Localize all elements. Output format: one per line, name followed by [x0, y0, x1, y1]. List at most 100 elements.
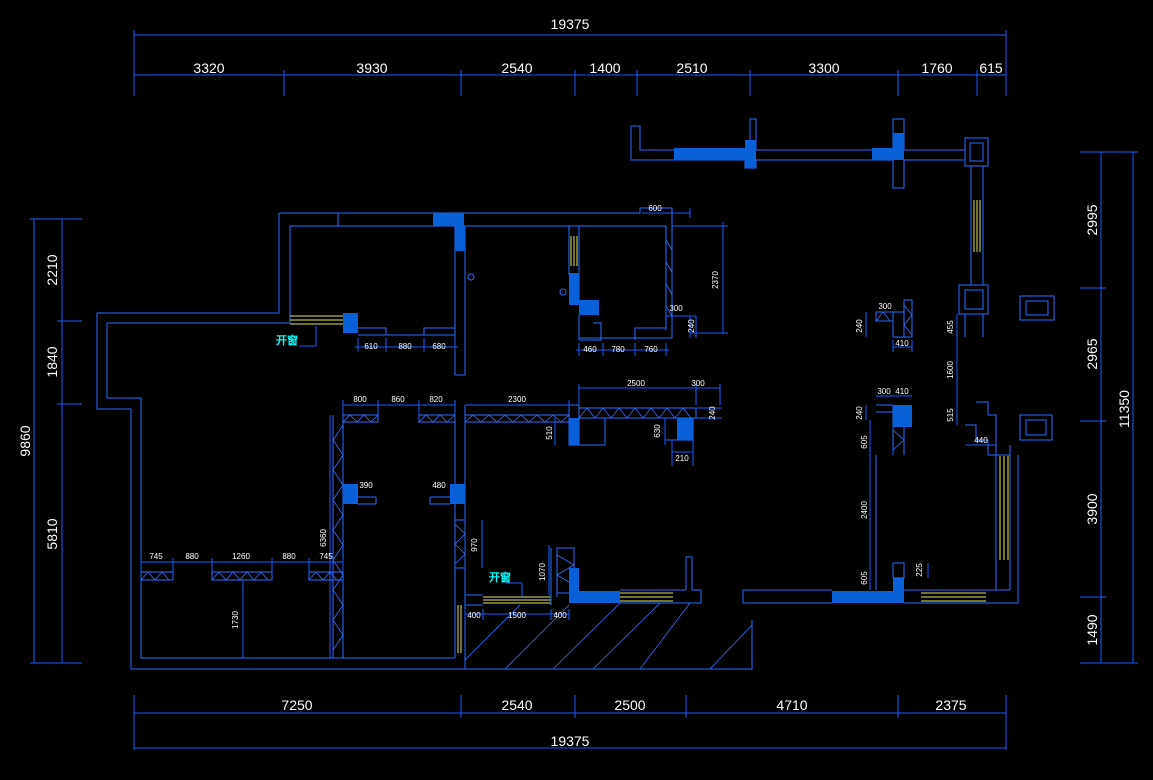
bottom-total-dimension: 19375 [134, 733, 1006, 749]
bottom-segment-dimensions: 7250 2540 2500 4710 2375 [133, 695, 1007, 750]
dim-410b: 410 [895, 387, 909, 396]
dim-605a: 605 [860, 435, 869, 449]
column-mid-3 [343, 484, 358, 504]
dim-410a: 410 [895, 339, 909, 348]
top-total-label: 19375 [551, 16, 590, 32]
balcony-column-2 [893, 133, 904, 160]
column-mid-1 [569, 418, 579, 445]
dim-240b: 240 [708, 406, 717, 420]
right-room: 300 240 410 300 410 240 605 2400 605 225… [742, 299, 1019, 604]
dim-300d: 300 [877, 387, 891, 396]
dim-605b: 605 [860, 571, 869, 585]
balcony-beam-1 [674, 148, 745, 160]
dim-820: 820 [429, 395, 443, 404]
bath-details: 460 780 760 600 2370 300 240 [569, 204, 728, 356]
dim-300c: 300 [878, 302, 892, 311]
dim-480: 480 [432, 481, 446, 490]
dim-745a: 745 [149, 552, 163, 561]
dim-1260: 1260 [232, 552, 250, 561]
top-seg-6: 3300 [808, 60, 839, 76]
dim-610: 610 [364, 342, 378, 351]
upper-room-details: 610 880 680 开窗 [276, 213, 567, 352]
column-mid-2 [677, 418, 693, 440]
dim-300b: 300 [691, 379, 705, 388]
column-right-2 [893, 578, 904, 603]
left-seg-3: 5810 [44, 518, 60, 549]
top-seg-1: 3320 [193, 60, 224, 76]
dim-760: 760 [644, 345, 658, 354]
left-seg-1: 2210 [44, 254, 60, 285]
dim-2400: 2400 [860, 501, 869, 519]
lower-left-room: 745 880 1260 880 745 1730 [140, 552, 344, 658]
dim-240a: 240 [687, 319, 696, 333]
balcony-top-wall [630, 118, 989, 337]
dim-1500: 1500 [508, 611, 526, 620]
dim-970: 970 [470, 538, 479, 552]
balcony-column-1 [745, 140, 756, 168]
top-seg-4: 1400 [589, 60, 620, 76]
left-seg-2: 1840 [44, 346, 60, 377]
window-upper-left [290, 315, 343, 325]
right-seg-3: 3900 [1084, 493, 1100, 524]
right-seg-4: 1490 [1084, 614, 1100, 645]
top-seg-3: 2540 [501, 60, 532, 76]
lower-middle: 400 1500 400 1070 开窗 [464, 545, 753, 670]
dim-440: 440 [974, 436, 988, 445]
bottom-seg-1: 7250 [281, 697, 312, 713]
dim-240c: 240 [855, 319, 864, 333]
window-note-1: 开窗 [276, 333, 298, 347]
dim-390: 390 [359, 481, 373, 490]
window-note-2: 开窗 [489, 570, 511, 584]
dim-225: 225 [915, 563, 924, 577]
dim-460: 460 [583, 345, 597, 354]
window-bottom-mid [483, 596, 551, 604]
column-upper-2 [433, 213, 464, 226]
column-bath-2 [579, 300, 599, 315]
dim-600: 600 [648, 204, 662, 213]
dim-2300: 2300 [508, 395, 526, 404]
dim-880c: 880 [282, 552, 296, 561]
balcony-beam-2 [872, 148, 893, 160]
top-total-dimension: 19375 [133, 16, 1007, 96]
window-bath [570, 236, 578, 266]
right-seg-2: 2965 [1084, 338, 1100, 369]
bottom-seg-3: 2500 [614, 697, 645, 713]
window-bottom-right-1 [620, 592, 673, 602]
dim-515: 515 [946, 408, 955, 422]
column-upper-1 [343, 313, 358, 333]
dim-300a: 300 [669, 304, 683, 313]
window-right-vertical [999, 456, 1009, 560]
dim-880b: 880 [185, 552, 199, 561]
top-seg-5: 2510 [676, 60, 707, 76]
dim-400a: 400 [467, 611, 481, 620]
dim-400b: 400 [553, 611, 567, 620]
top-segment-dimensions: 3320 3930 2540 1400 2510 3300 1760 615 [134, 60, 1006, 96]
column-lower-2 [579, 591, 620, 603]
dim-860: 860 [391, 395, 405, 404]
dim-680: 680 [432, 342, 446, 351]
top-seg-8: 615 [979, 60, 1003, 76]
column-lower-1 [569, 568, 579, 603]
bottom-total-label: 19375 [551, 733, 590, 749]
left-dimensions: 9860 2210 1840 5810 [17, 218, 82, 664]
column-right-1 [832, 591, 893, 603]
dim-780: 780 [611, 345, 625, 354]
dim-745b: 745 [319, 552, 333, 561]
left-total-label: 9860 [17, 425, 33, 456]
dim-630: 630 [653, 424, 662, 438]
middle-dims: 800 860 820 2300 2500 300 240 510 630 21… [319, 379, 722, 658]
dim-2370: 2370 [711, 271, 720, 289]
middle-walls [332, 404, 697, 658]
right-total-label: 11350 [1116, 390, 1132, 428]
column-bath-1 [569, 273, 579, 305]
right-pillars [1019, 295, 1055, 441]
top-seg-7: 1760 [921, 60, 952, 76]
dim-240d: 240 [855, 406, 864, 420]
column-mid-4 [450, 484, 465, 504]
dim-2500: 2500 [627, 379, 645, 388]
dim-210: 210 [675, 454, 689, 463]
window-bottom-right-2 [921, 592, 986, 602]
window-bottom-left-vertical [454, 605, 462, 653]
bottom-seg-2: 2540 [501, 697, 532, 713]
